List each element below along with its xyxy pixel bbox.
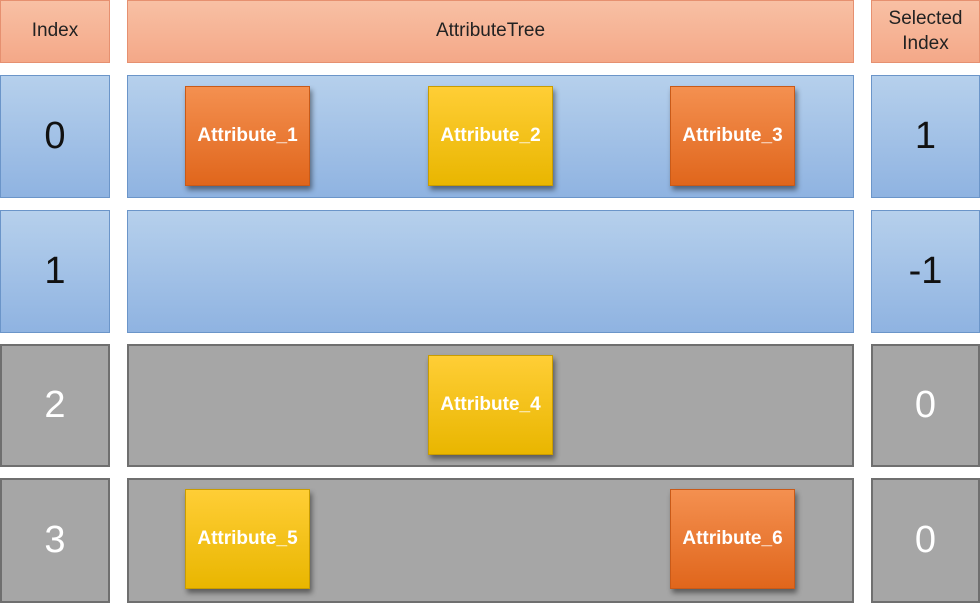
row-0-selected: 1 xyxy=(871,75,980,198)
row-1-tree xyxy=(127,210,854,333)
row-2-selected: 0 xyxy=(871,344,980,467)
header-attribute-tree: AttributeTree xyxy=(127,0,854,63)
attribute-4-node[interactable]: Attribute_4 xyxy=(428,355,553,455)
row-3-selected: 0 xyxy=(871,478,980,603)
header-index: Index xyxy=(0,0,110,63)
attribute-2-node[interactable]: Attribute_2 xyxy=(428,86,553,186)
row-1-selected: -1 xyxy=(871,210,980,333)
header-selected-index: Selected Index xyxy=(871,0,980,63)
row-0-index: 0 xyxy=(0,75,110,198)
row-1-index: 1 xyxy=(0,210,110,333)
row-2-index: 2 xyxy=(0,344,110,467)
row-3-index: 3 xyxy=(0,478,110,603)
attribute-5-node[interactable]: Attribute_5 xyxy=(185,489,310,589)
attribute-6-node[interactable]: Attribute_6 xyxy=(670,489,795,589)
attribute-1-node[interactable]: Attribute_1 xyxy=(185,86,310,186)
attribute-3-node[interactable]: Attribute_3 xyxy=(670,86,795,186)
